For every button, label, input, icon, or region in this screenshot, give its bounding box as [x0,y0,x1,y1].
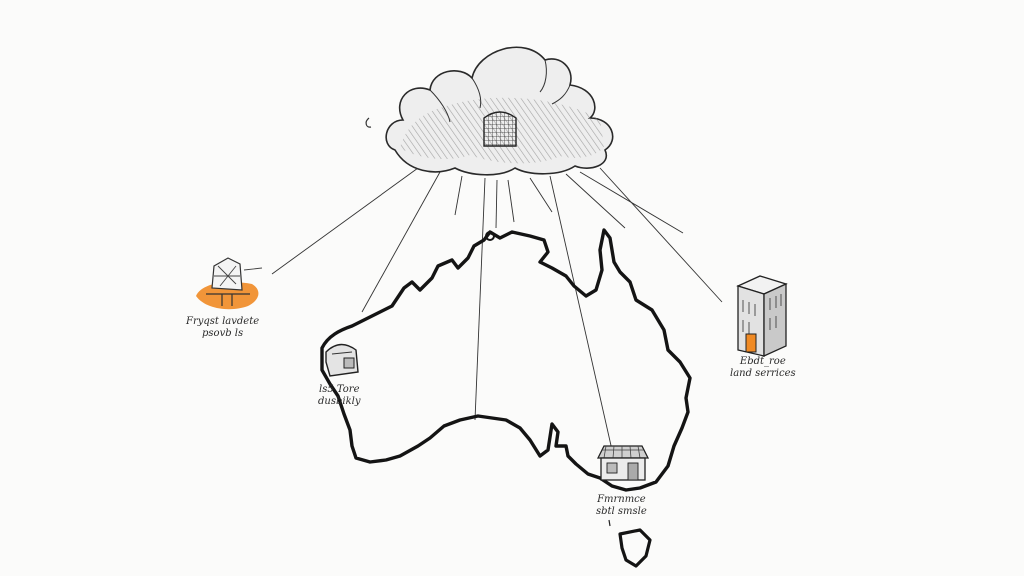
node-label-south-east: Fmrnmce sbtl smsle [596,494,647,518]
connection-line [579,171,684,234]
node-label-west: Fryqst lavdete psovb ls [186,316,259,340]
tick-mark [608,519,611,527]
node-label-east: Ebdt_roe land serrices [730,356,796,380]
field-office-icon [196,257,263,310]
tasmania-map [618,528,652,568]
australia-map [320,228,692,568]
cloud-icon [365,46,614,176]
data-center-icon [483,111,517,147]
node-label-west-coast-line2: dusbikly [318,396,361,407]
node-label-south-east-line2: sbtl smsle [596,506,647,517]
connection-line [454,175,463,216]
connection-line [599,167,723,303]
storefront-icon [596,445,650,481]
connection-line [549,175,613,451]
node-label-west-line1: Fryqst lavdete [186,316,260,327]
connection-line [474,177,486,421]
node-label-east-line1: Ebdt_roe [739,356,786,367]
observatory-icon [325,343,359,377]
connection-line [495,179,498,229]
connection-line [361,171,441,313]
node-label-east-line2: land serrices [730,368,796,379]
node-label-west-coast: ls5 Tore dusbikly [318,384,360,408]
connection-lines [271,167,723,451]
node-label-south-east-line1: Fmrnmce [597,494,646,505]
connection-line [529,177,553,213]
office-building-icon [736,275,788,358]
connection-line [271,167,419,275]
connection-line [565,173,626,229]
node-label-west-coast-line1: ls5 Tore [319,384,360,395]
node-label-west-line2: psovb ls [202,328,244,339]
connection-line [507,179,515,223]
